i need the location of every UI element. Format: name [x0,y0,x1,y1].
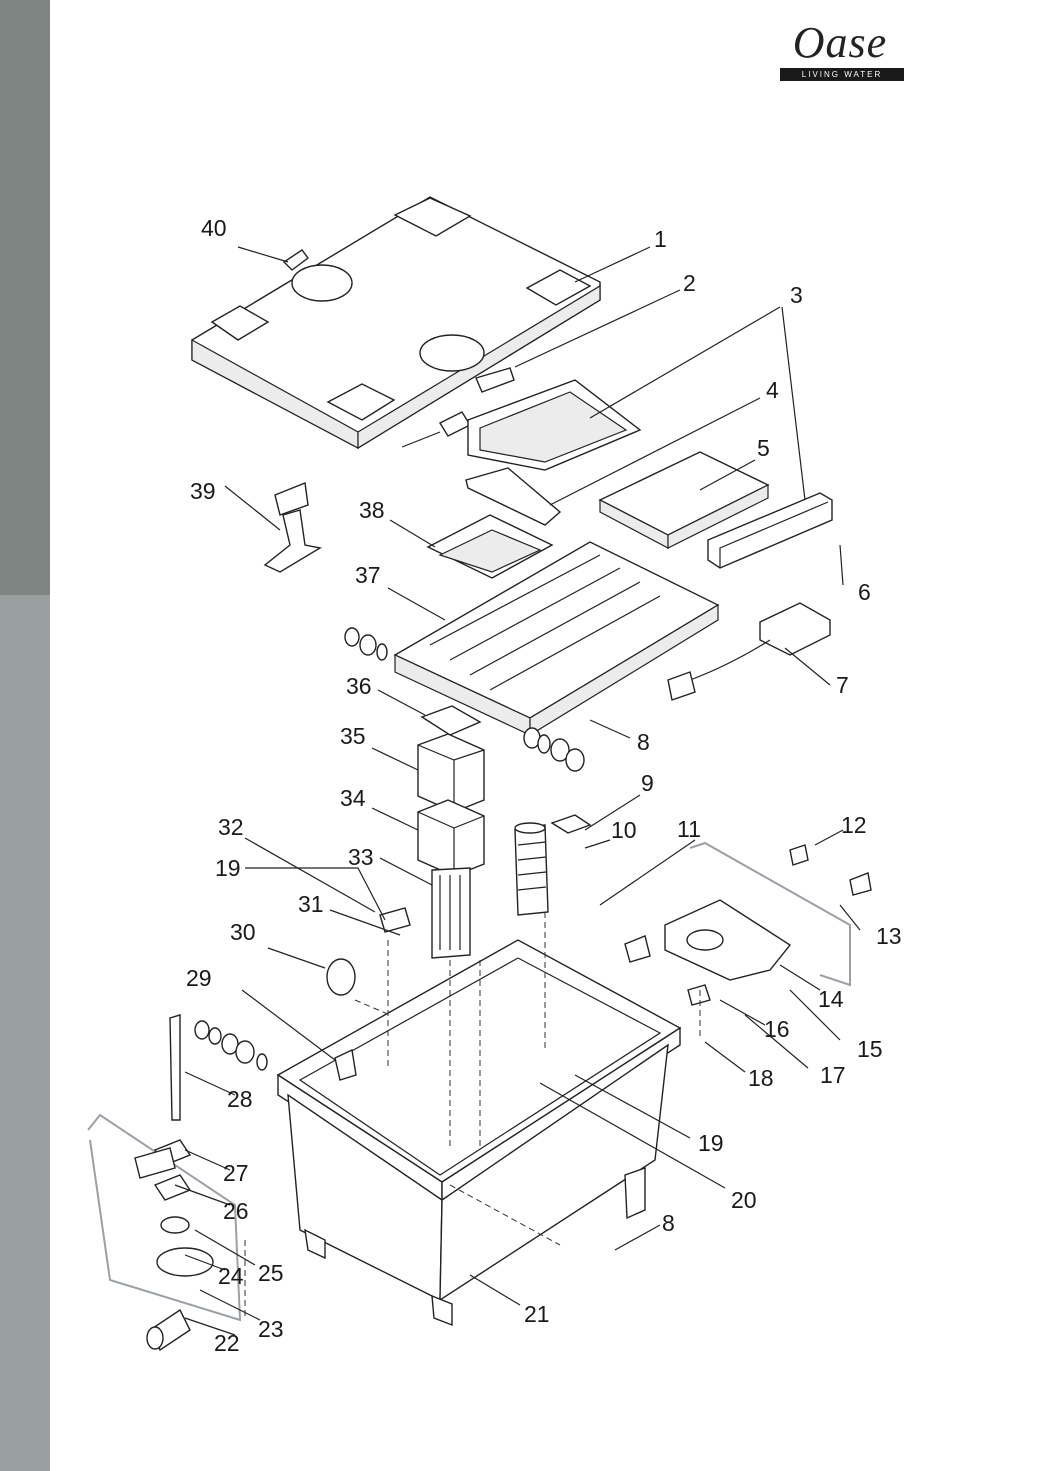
callout-21: 21 [524,1301,550,1327]
callout-40: 40 [201,215,227,241]
callout-2: 2 [683,270,696,296]
callout-25: 25 [258,1260,284,1286]
sidebar-band-top [0,0,50,595]
callout-33: 33 [348,844,374,870]
callout-39: 39 [190,478,216,504]
clip-9 [550,814,592,834]
ghost-housing-corner [87,1113,242,1322]
callout-7: 7 [836,672,849,698]
brand-wordmark: Oase [792,18,888,67]
handle [263,482,322,573]
callout-19-right: 19 [698,1130,724,1156]
callout-36: 36 [346,673,372,699]
callout-12: 12 [841,812,867,838]
callout-30: 30 [230,919,256,945]
basket [426,514,554,579]
callout-24: 24 [218,1263,244,1289]
outlet-assembly [624,841,872,1006]
callout-10: 10 [611,817,637,843]
callout-4: 4 [766,377,779,403]
callout-22: 22 [214,1330,240,1356]
lid [191,196,601,450]
foam-pad [598,451,770,549]
callout-29: 29 [186,965,212,991]
callout-28: 28 [227,1086,253,1112]
cleaning-mechanism [401,379,642,526]
tray-fittings-right [523,727,585,772]
controller [667,602,831,701]
filter-cylinder [514,822,549,916]
valve-assembly [134,1014,214,1352]
callout-13: 13 [876,923,902,949]
brand-tagline: LIVING WATER [780,68,904,81]
callout-17: 17 [820,1062,846,1088]
assembly-guides [244,912,701,1320]
leader-lines [174,246,861,1336]
callout-3: 3 [790,282,803,308]
callout-19-left: 19 [215,855,241,881]
callout-18: 18 [748,1065,774,1091]
callout-1: 1 [654,226,667,252]
callout-8: 8 [637,729,650,755]
callout-38: 38 [359,497,385,523]
callout-16: 16 [764,1016,790,1042]
callout-27: 27 [223,1160,249,1186]
callout-11: 11 [677,816,701,842]
grid-insert [431,867,471,959]
sidebar-band-bottom [0,595,50,1471]
brand-logo: Oase LIVING WATER [770,18,910,84]
callout-26: 26 [223,1198,249,1224]
callout-34: 34 [340,785,366,811]
bracket-31-32 [379,907,411,933]
callout-31: 31 [298,891,324,917]
callout-8-lower: 8 [662,1210,675,1236]
callout-labels: 40 1 2 3 4 5 6 7 8 9 10 11 12 13 14 15 1… [186,215,902,1356]
callout-32: 32 [218,814,244,840]
inlet-fittings-left [194,1020,268,1071]
callout-5: 5 [757,435,770,461]
ring-30 [326,958,356,996]
clip-29 [334,1048,357,1081]
callout-15: 15 [857,1036,883,1062]
callout-23: 23 [258,1316,284,1342]
housing [276,939,682,1327]
callout-14: 14 [818,986,844,1012]
callout-35: 35 [340,723,366,749]
side-rail [707,492,833,569]
filter-sponges [417,705,485,877]
callout-6: 6 [858,579,871,605]
tray-fittings-left [344,627,388,661]
callout-20: 20 [731,1187,757,1213]
tray [393,541,720,737]
callout-37: 37 [355,562,381,588]
callout-9: 9 [641,770,654,796]
